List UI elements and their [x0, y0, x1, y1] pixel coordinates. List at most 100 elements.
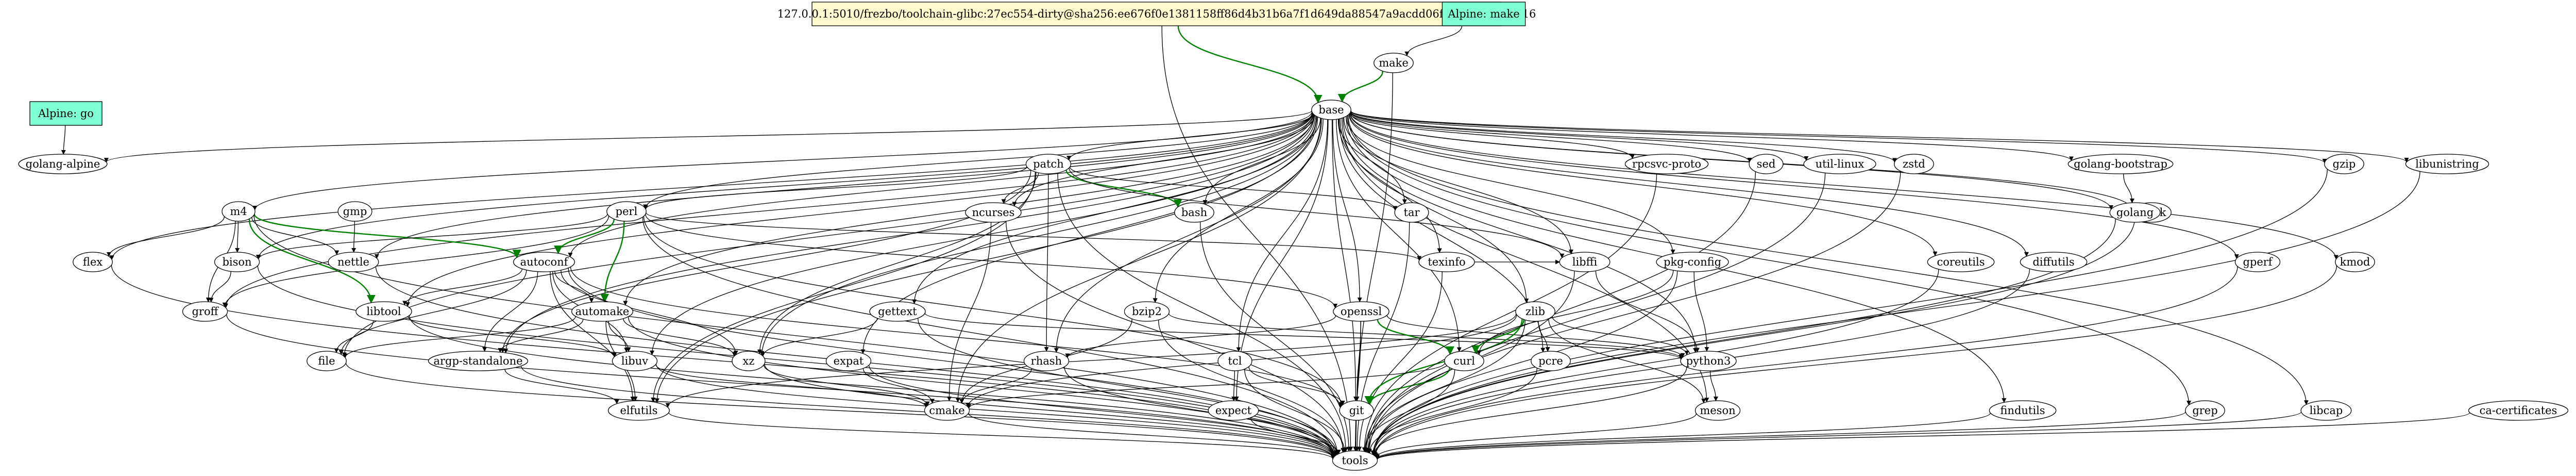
edge-expat-to-tools [869, 365, 1337, 457]
node-base[interactable]: base [1311, 100, 1351, 120]
node-file-shape [307, 351, 347, 371]
node-file[interactable]: file [307, 351, 347, 371]
node-golang-bootstrap[interactable]: golang-bootstrap [2067, 154, 2174, 174]
edge-rpcsvc-proto-to-tools [1362, 173, 1657, 452]
node-meson[interactable]: meson [1694, 400, 1741, 421]
edge-autoconf-to-git [570, 267, 1343, 408]
edge-base-to-grep [1347, 115, 2192, 406]
node-rpcsvc-proto[interactable]: rpcsvc-proto [1624, 154, 1709, 174]
node-tools[interactable]: tools [1332, 450, 1378, 471]
node-groff-shape [182, 301, 228, 322]
node-patch[interactable]: patch [1025, 154, 1072, 174]
node-curl[interactable]: curl [1444, 351, 1484, 371]
edge-base-to-libcap [1348, 114, 2309, 405]
node-kmod-shape [2335, 252, 2375, 272]
edge-autoconf-to-libtool [402, 269, 522, 306]
node-pcre[interactable]: pcre [1531, 351, 1571, 371]
node-gmp[interactable]: gmp [337, 201, 372, 222]
node-bison[interactable]: bison [214, 252, 260, 272]
node-m4[interactable]: m4 [222, 201, 256, 222]
node-libunistring[interactable]: libunistring [2405, 154, 2489, 174]
node-kmod[interactable]: kmod [2335, 252, 2375, 272]
node-elfutils[interactable]: elfutils [607, 400, 670, 421]
node-expat[interactable]: expat [825, 351, 872, 371]
node-meson-shape [1694, 400, 1741, 421]
node-golang-alpine[interactable]: golang-alpine [18, 154, 108, 174]
node-bash[interactable]: bash [1174, 202, 1214, 223]
node-autoconf[interactable]: autoconf [513, 252, 575, 272]
node-rpcsvc-proto-shape [1624, 154, 1709, 174]
edge-perl-to-automake [600, 221, 625, 303]
edge-base-to-curl [1336, 119, 1462, 352]
node-ncurses[interactable]: ncurses [965, 202, 1022, 223]
node-zstd[interactable]: zstd [1894, 154, 1934, 174]
node-git[interactable]: git [1339, 400, 1374, 421]
node-gzip[interactable]: gzip [2324, 154, 2364, 174]
node-tar-label: tar [1404, 206, 1420, 219]
node-golang[interactable]: golang [2109, 202, 2161, 223]
node-flex[interactable]: flex [73, 252, 113, 272]
edge-base-to-expect [1234, 119, 1329, 402]
node-python3-label: python3 [1686, 355, 1731, 367]
node-libunistring-label: libunistring [2415, 158, 2479, 170]
node-top[interactable]: 127.0.0.1:5010/frezbo/toolchain-glibc:27… [777, 2, 1536, 26]
edge-elfutils-to-tools [668, 412, 1335, 459]
node-tar[interactable]: tar [1394, 202, 1429, 223]
node-argp-standalone[interactable]: argp-standalone [428, 351, 529, 371]
node-expect-shape [1208, 400, 1259, 421]
node-tcl-label: tcl [1228, 355, 1242, 367]
edge-base-to-xz [759, 116, 1317, 356]
node-alpine-go[interactable]: Alpine: go [29, 101, 103, 126]
node-automake[interactable]: automake [571, 301, 634, 322]
nodes-layer: 127.0.0.1:5010/frezbo/toolchain-glibc:27… [18, 2, 2569, 471]
edge-libcap-to-tools [1375, 411, 2302, 460]
node-cmake[interactable]: cmake [924, 400, 970, 421]
node-make[interactable]: make [1374, 53, 1414, 73]
edge-m4-to-bison [235, 221, 240, 253]
node-findutils[interactable]: findutils [1989, 400, 2057, 421]
edge-tcl-to-tools [1244, 369, 1347, 453]
node-tcl[interactable]: tcl [1217, 351, 1252, 371]
node-libuv-shape [612, 351, 658, 371]
edge-base-to-zstd [1350, 111, 1897, 163]
node-bzip2[interactable]: bzip2 [1124, 301, 1170, 322]
node-grep[interactable]: grep [2185, 400, 2225, 421]
node-util-linux-shape [1803, 154, 1876, 174]
edge-autoconf-to-elfutils [550, 271, 635, 402]
node-libcap[interactable]: libcap [2300, 400, 2352, 421]
node-base-shape [1311, 100, 1351, 120]
node-util-linux[interactable]: util-linux [1803, 154, 1876, 174]
node-pkg-config[interactable]: pkg-config [1656, 252, 1729, 272]
node-python3[interactable]: python3 [1680, 351, 1737, 371]
node-gperf[interactable]: gperf [2234, 252, 2281, 272]
node-libffi[interactable]: libffi [1559, 252, 1611, 272]
node-perl-label: perl [616, 205, 638, 218]
node-gettext[interactable]: gettext [869, 301, 926, 322]
node-coreutils[interactable]: coreutils [1927, 252, 1995, 272]
node-expect[interactable]: expect [1208, 400, 1259, 421]
node-alpine-make[interactable]: Alpine: make [1442, 2, 1526, 26]
node-diffutils[interactable]: diffutils [2020, 252, 2088, 272]
edge-base-to-libtool [405, 113, 1314, 307]
node-findutils-label: findutils [2000, 404, 2045, 417]
edge-base-to-rhash [1054, 118, 1322, 353]
node-texinfo[interactable]: texinfo [1418, 252, 1475, 272]
node-libuv[interactable]: libuv [612, 351, 658, 371]
node-rhash[interactable]: rhash [1023, 351, 1070, 371]
edge-automake-to-tools [628, 316, 1337, 457]
node-xz[interactable]: xz [732, 351, 766, 371]
node-sed[interactable]: sed [1749, 154, 1784, 174]
node-zlib[interactable]: zlib [1515, 301, 1555, 322]
edge-curl-to-tools [1362, 369, 1455, 452]
node-nettle[interactable]: nettle [328, 252, 379, 272]
node-rhash-label: rhash [1031, 355, 1062, 367]
node-pcre-shape [1531, 351, 1571, 371]
node-ca-certificates[interactable]: ca-certificates [2468, 400, 2569, 421]
node-util-linux-label: util-linux [1816, 158, 1865, 170]
node-perl[interactable]: perl [606, 201, 647, 222]
node-autoconf-shape [513, 252, 575, 272]
edge-openssl-to-tools [1353, 321, 1361, 451]
node-libtool[interactable]: libtool [355, 301, 412, 322]
node-openssl[interactable]: openssl [1333, 301, 1389, 322]
node-groff[interactable]: groff [182, 301, 228, 322]
